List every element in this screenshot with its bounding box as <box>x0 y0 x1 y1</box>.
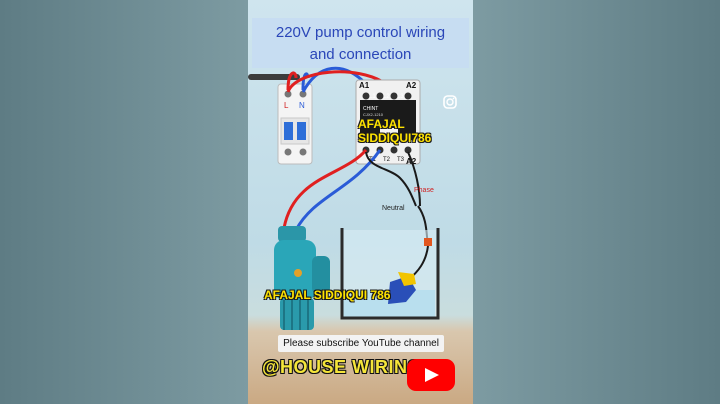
breaker-toggle-left <box>284 122 293 140</box>
terminal-l1: L1 <box>369 94 376 100</box>
breaker-label-l: L <box>284 101 289 110</box>
phase-to-pump-wire <box>282 149 368 229</box>
diagram-panel: 220V pump control wiring and connection … <box>248 0 473 404</box>
breaker-label-n: N <box>299 101 305 110</box>
subscribe-banner: Please subscribe YouTube channel <box>278 335 444 352</box>
instagram-icon <box>443 95 457 109</box>
terminal-a1: A1 <box>359 81 370 90</box>
control-wire-1 <box>365 151 417 207</box>
watermark-top: AFAJAL SIDDIQUI786 <box>358 117 432 145</box>
submersible-pump <box>274 226 330 330</box>
title-banner <box>252 18 469 68</box>
supply-cable <box>248 74 300 80</box>
neutral-label: Neutral <box>382 205 405 212</box>
terminal-l2: L2 <box>383 94 390 100</box>
terminal-l3: L3 <box>397 94 404 100</box>
title-line-2: and connection <box>309 46 412 63</box>
watermark-bottom: AFAJAL SIDDIQUI 786 <box>264 288 391 302</box>
phase-to-contactor-wire <box>286 70 387 93</box>
contactor-model: CJX2-1210 <box>363 112 384 117</box>
blurred-backdrop-left <box>0 0 248 404</box>
title-line-1: 220V pump control wiring <box>275 24 446 41</box>
breaker-toggle-right <box>297 122 306 140</box>
control-wire-2 <box>407 151 421 207</box>
terminal-a2-top: A2 <box>406 81 417 90</box>
circuit-breaker: L N <box>277 83 313 165</box>
water-tank <box>340 228 440 320</box>
phase-input-wire <box>286 71 298 91</box>
cable-weight <box>424 238 432 246</box>
float-switch <box>388 272 416 304</box>
terminal-t2: T2 <box>383 157 391 163</box>
wiring-diagram: L N A1 L1 <box>248 66 457 330</box>
youtube-icon <box>407 359 455 391</box>
blurred-backdrop-right <box>473 0 720 404</box>
channel-handle: @HOUSE WIRING <box>262 357 423 377</box>
phase-label: Phase <box>414 187 434 194</box>
terminal-t3: T3 <box>397 157 405 163</box>
neutral-to-contactor-wire <box>301 66 368 93</box>
contactor-brand: CHINT <box>363 106 378 112</box>
